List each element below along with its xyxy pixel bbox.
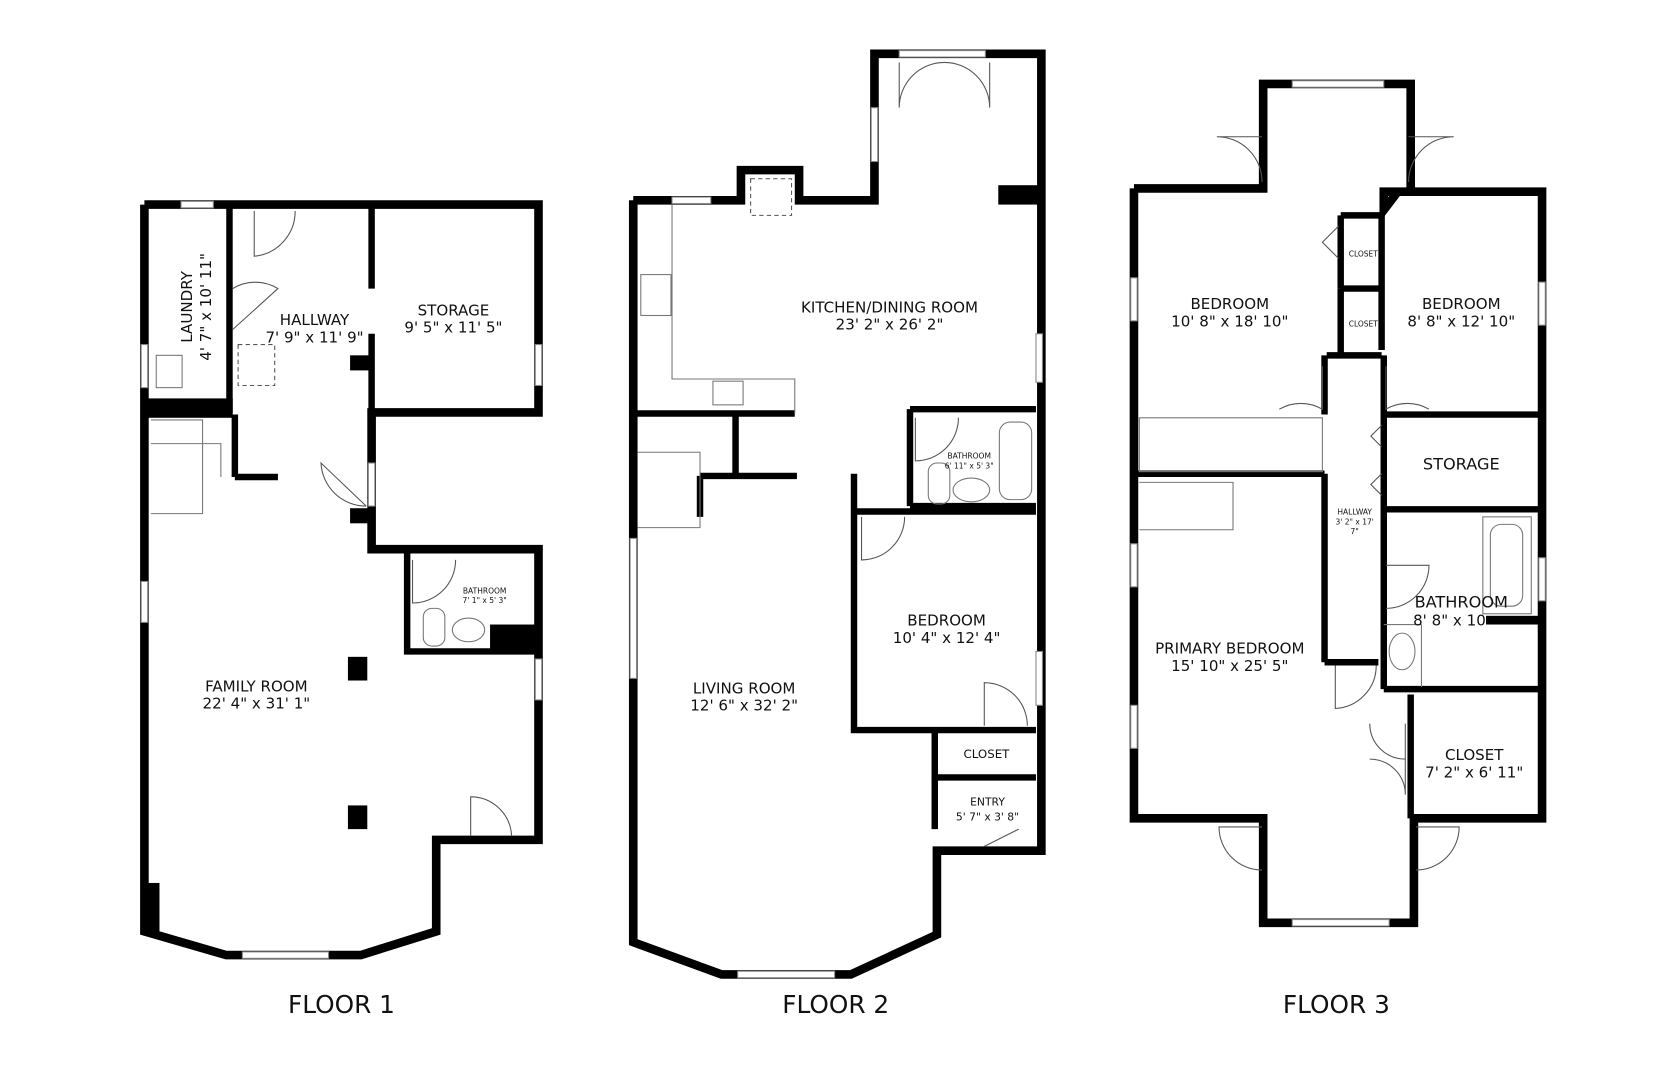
room-dims: 8' 8" x 10 — [1413, 612, 1486, 630]
room-dims: 7" — [1351, 527, 1359, 536]
room-name: BATHROOM — [463, 586, 507, 595]
floor-2-plan: KITCHEN/DINING ROOM 23' 2" x 26' 2" BATH… — [628, 49, 1046, 1019]
room-name: LIVING ROOM — [693, 679, 795, 697]
room-name: CLOSET — [1445, 746, 1504, 764]
floor-1-plan: LAUNDRY 4' 7" x 10' 11" HALLWAY 7' 9" x … — [140, 200, 543, 1019]
room-dims: 4' 7" x 10' 11" — [197, 253, 215, 361]
room-name: BEDROOM — [1190, 295, 1269, 313]
room-name: HALLWAY — [1337, 508, 1372, 517]
floor-label: FLOOR 2 — [782, 990, 889, 1019]
room-dims: 8' 8" x 12' 10" — [1407, 312, 1515, 330]
room-dims: 10' 4" x 12' 4" — [893, 629, 1001, 647]
room-name: STORAGE — [1423, 454, 1500, 473]
room-dims: 10' 8" x 18' 10" — [1171, 312, 1288, 330]
room-name: LAUNDRY — [178, 270, 196, 342]
room-name: PRIMARY BEDROOM — [1155, 640, 1304, 658]
room-name: HALLWAY — [280, 311, 350, 329]
floor-3-plan: CLOSET CLOSET BEDROOM 10' 8" x 18' 10" B… — [1129, 79, 1547, 1019]
room-name: BEDROOM — [1422, 295, 1501, 313]
room-name: STORAGE — [418, 301, 490, 319]
room-dims: 9' 5" x 11' 5" — [404, 319, 502, 337]
room-name: BATHROOM — [1415, 592, 1508, 611]
room-name: KITCHEN/DINING ROOM — [801, 298, 978, 316]
room-dims: 7' 1" x 5' 3" — [463, 596, 507, 605]
room-name: BEDROOM — [907, 612, 986, 630]
room-name: BATHROOM — [947, 452, 991, 461]
room-name: CLOSET — [963, 747, 1010, 761]
floor-label: FLOOR 1 — [288, 990, 395, 1019]
room-dims: 3' 2" x 17' — [1336, 517, 1374, 526]
room-dims: 15' 10" x 25' 5" — [1171, 657, 1288, 675]
room-name: ENTRY — [970, 795, 1005, 808]
room-dims: 6' 11" x 5' 3" — [945, 461, 994, 470]
room-dims: 7' 2" x 6' 11" — [1425, 763, 1523, 781]
room-name: FAMILY ROOM — [205, 677, 308, 695]
room-dims: 5' 7" x 3' 8" — [956, 810, 1019, 823]
room-name: CLOSET — [1349, 319, 1379, 328]
room-name: CLOSET — [1349, 249, 1379, 258]
room-dims: 22' 4" x 31' 1" — [203, 695, 311, 713]
room-dims: 7' 9" x 11' 9" — [265, 328, 363, 346]
floor-label: FLOOR 3 — [1283, 990, 1390, 1019]
room-dims: 23' 2" x 26' 2" — [836, 315, 944, 333]
room-dims: 12' 6" x 32' 2" — [690, 697, 798, 715]
